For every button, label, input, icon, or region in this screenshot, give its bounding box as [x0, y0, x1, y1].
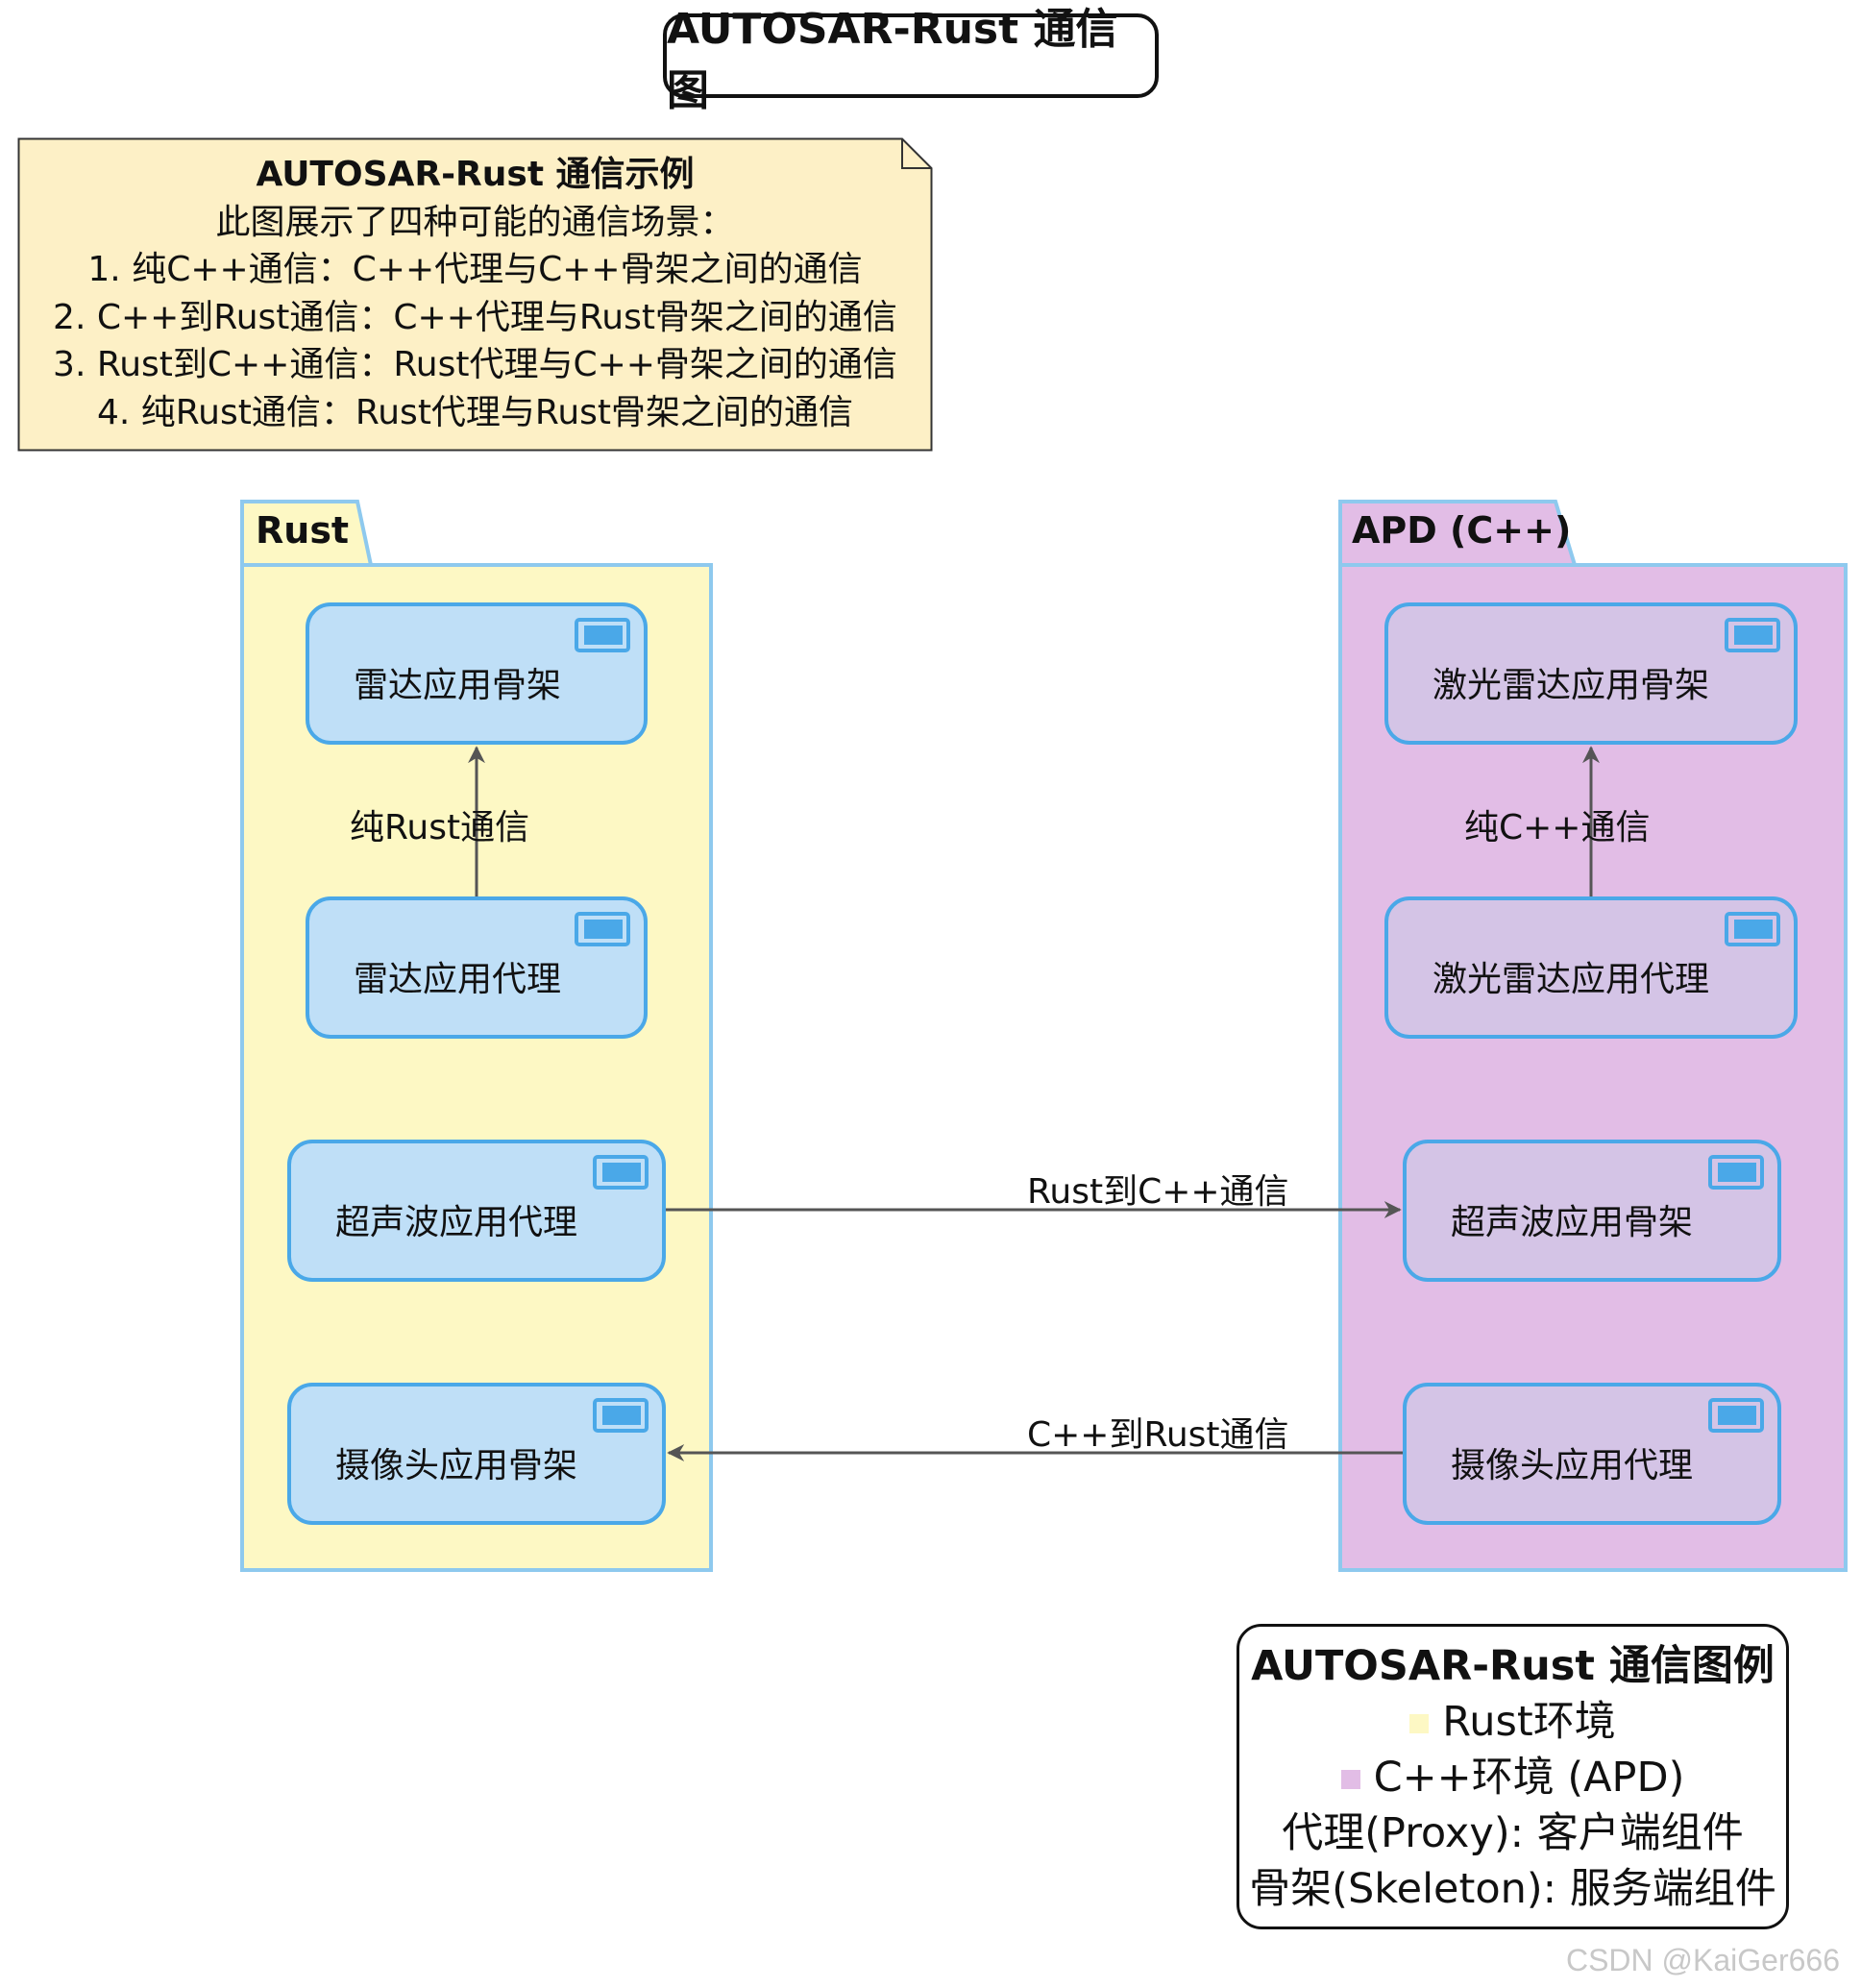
component-icon — [575, 912, 630, 946]
component-label: 摄像头应用代理 — [1451, 1446, 1694, 1485]
component-radar-skeleton[interactable]: 雷达应用骨架 — [306, 602, 648, 745]
legend-proxy: 代理(Proxy): 客户端组件 — [1282, 1809, 1744, 1857]
component-ultrasonic-skeleton[interactable]: 超声波应用骨架 — [1403, 1140, 1781, 1282]
component-icon — [1708, 1155, 1764, 1190]
component-icon — [1725, 618, 1780, 652]
diagram-title: AUTOSAR-Rust 通信图 — [663, 5, 1159, 115]
watermark: CSDN @KaiGer666 — [1565, 1943, 1840, 1977]
component-label: 激光雷达应用代理 — [1432, 960, 1710, 999]
component-radar-proxy[interactable]: 雷达应用代理 — [306, 896, 648, 1039]
legend-skeleton: 骨架(Skeleton): 服务端组件 — [1249, 1865, 1776, 1913]
component-camera-skeleton[interactable]: 摄像头应用骨架 — [287, 1383, 666, 1525]
component-icon — [593, 1398, 649, 1433]
component-label: 超声波应用骨架 — [1451, 1203, 1694, 1242]
component-icon — [593, 1155, 649, 1190]
example-note: AUTOSAR-Rust 通信示例 此图展示了四种可能的通信场景： 1. 纯C+… — [17, 137, 933, 452]
legend-cpp-swatch — [1340, 1770, 1360, 1789]
component-lidar-skeleton[interactable]: 激光雷达应用骨架 — [1384, 602, 1798, 745]
note-heading: AUTOSAR-Rust 通信示例 — [256, 155, 695, 194]
component-label: 摄像头应用骨架 — [335, 1446, 578, 1485]
component-icon — [1708, 1398, 1764, 1433]
rust-package-label: Rust — [256, 509, 350, 552]
component-icon — [1725, 912, 1780, 946]
component-ultrasonic-proxy[interactable]: 超声波应用代理 — [287, 1140, 666, 1282]
note-line: 4. 纯Rust通信：Rust代理与Rust骨架之间的通信 — [96, 392, 854, 432]
legend-heading: AUTOSAR-Rust 通信图例 — [1251, 1642, 1775, 1690]
note-line: 2. C++到Rust通信：C++代理与Rust骨架之间的通信 — [53, 297, 897, 337]
legend-rust-env-label: Rust环境 — [1442, 1698, 1616, 1746]
component-label: 超声波应用代理 — [335, 1203, 578, 1242]
legend-cpp-env-label: C++环境 (APD) — [1373, 1754, 1685, 1802]
label-cpp-to-rust: C++到Rust通信 — [1027, 1415, 1289, 1455]
legend-rust-env: Rust环境 — [1239, 1694, 1786, 1750]
legend-cpp-env: C++环境 (APD) — [1239, 1750, 1786, 1805]
component-label: 雷达应用骨架 — [354, 666, 562, 705]
label-pure-cpp: 纯C++通信 — [1464, 808, 1651, 847]
label-pure-rust: 纯Rust通信 — [350, 808, 530, 847]
legend-rust-swatch — [1409, 1714, 1430, 1733]
note-line: 1. 纯C++通信：C++代理与C++骨架之间的通信 — [87, 250, 863, 289]
note-line: 此图展示了四种可能的通信场景： — [215, 202, 735, 242]
component-label: 激光雷达应用骨架 — [1432, 666, 1710, 705]
component-label: 雷达应用代理 — [354, 960, 562, 999]
cpp-package-label: APD (C++) — [1352, 509, 1572, 552]
note-line: 3. Rust到C++通信：Rust代理与C++骨架之间的通信 — [53, 345, 897, 384]
component-icon — [575, 618, 630, 652]
label-rust-to-cpp: Rust到C++通信 — [1027, 1172, 1289, 1212]
component-lidar-proxy[interactable]: 激光雷达应用代理 — [1384, 896, 1798, 1039]
legend: AUTOSAR-Rust 通信图例 Rust环境 C++环境 (APD) 代理(… — [1237, 1624, 1789, 1929]
note-shape — [17, 137, 933, 452]
component-camera-proxy[interactable]: 摄像头应用代理 — [1403, 1383, 1781, 1525]
